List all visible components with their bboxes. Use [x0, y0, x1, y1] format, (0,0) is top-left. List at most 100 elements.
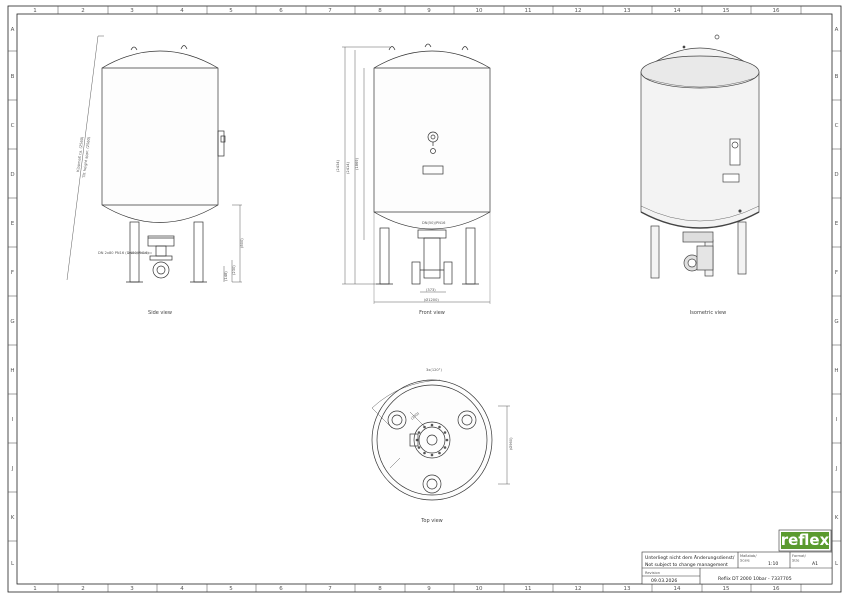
zone-row-l-right: L [835, 561, 839, 567]
zone-labels-left: A B C D E F G H I J K L [10, 27, 15, 567]
top-diameter-dimension: (Ø960) [508, 437, 513, 450]
zone-col-13-bottom: 13 [624, 586, 631, 592]
logo-text: reflex [781, 531, 830, 549]
zone-row-b-right: B [835, 74, 839, 80]
zone-row-e-right: E [835, 221, 839, 227]
top-view-label: Top view [420, 518, 443, 524]
front-view-label: Front view [419, 310, 445, 316]
zone-row-h-right: H [834, 368, 838, 374]
note-german: Unterliegt nicht dem Änderungsdienst/ [645, 554, 735, 561]
zone-col-6: 6 [279, 8, 283, 14]
zone-row-f-right: F [835, 270, 838, 276]
zone-row-l: L [11, 561, 15, 567]
zone-labels-right: A B C D E F G H I J K L [834, 27, 839, 567]
zone-row-j: J [11, 466, 14, 472]
zone-col-10-bottom: 10 [476, 586, 483, 592]
zone-row-k-right: K [835, 515, 839, 521]
zone-col-6-bottom: 6 [279, 586, 283, 592]
revision-label: Revision [645, 571, 660, 575]
zone-col-14-bottom: 14 [674, 586, 681, 592]
top-radius-dimension: (350) [410, 411, 420, 421]
zone-row-c-right: C [835, 123, 839, 129]
drawing-frame [7, 5, 842, 593]
zone-row-a-right: A [835, 27, 839, 33]
zone-row-g-right: G [834, 319, 838, 325]
side-height-dimension-2: (230) [232, 265, 236, 275]
zone-col-2: 2 [81, 8, 85, 14]
isometric-view-annotations: Isometric view [690, 310, 726, 316]
front-height-dimension-2: (2414) [346, 161, 350, 174]
zone-row-c: C [11, 123, 15, 129]
zone-col-15-bottom: 15 [723, 586, 730, 592]
zone-col-12: 12 [575, 8, 582, 14]
zone-col-9: 9 [427, 8, 431, 14]
front-width-dimension-2: (Ø1200) [424, 297, 439, 302]
zone-col-12-bottom: 12 [575, 586, 582, 592]
zone-col-2-bottom: 2 [81, 586, 85, 592]
zone-col-7: 7 [328, 8, 332, 14]
front-width-dimension-1: (373) [426, 288, 436, 292]
top-view [371, 379, 510, 501]
side-height-dimension-1: (800) [240, 238, 244, 248]
zone-col-8: 8 [378, 8, 382, 14]
zone-labels-bottom: 1 2 3 4 5 6 7 8 9 10 11 12 13 14 15 16 [33, 586, 780, 592]
revision-date: 09.03.2026 [651, 578, 677, 584]
drawing-title: Reflix DT 2000 10bar - 7337705 [718, 576, 792, 582]
zone-row-i-right: I [836, 417, 838, 423]
zone-row-d: D [10, 172, 14, 178]
zone-col-11: 11 [525, 8, 532, 14]
side-tilt-dimension-en: Tilt height appr. (2560) [82, 136, 91, 179]
side-connection-label: DN 2x80 PN16 (DN80/PN16) [98, 251, 149, 255]
zone-col-14: 14 [674, 8, 681, 14]
isometric-view [640, 34, 760, 279]
front-view-annotations: (2434) (2414) (1869) DN(50)/PN16 (373) (… [336, 157, 446, 316]
side-view-label: Side view [148, 310, 172, 316]
front-view [342, 43, 491, 304]
zone-labels-top: 1 2 3 4 5 6 7 8 9 10 11 12 13 14 15 16 [33, 8, 780, 14]
note-english: Not subject to change management [645, 562, 728, 568]
zone-row-b: B [11, 74, 15, 80]
zone-col-4-bottom: 4 [180, 586, 184, 592]
format-label-en: Size [792, 559, 800, 563]
zone-row-d-right: D [834, 172, 838, 178]
zone-col-16: 16 [773, 8, 780, 14]
front-connection-label: DN(50)/PN16 [422, 221, 446, 225]
side-height-dimension-3: (148) [224, 271, 228, 281]
zone-row-h: H [10, 368, 14, 374]
format-value: A1 [812, 561, 818, 567]
zone-col-3: 3 [130, 8, 134, 14]
title-block-text: Unterliegt nicht dem Änderungsdienst/ No… [645, 554, 818, 584]
format-label-de: Format/ [792, 554, 807, 558]
zone-col-16-bottom: 16 [773, 586, 780, 592]
zone-ticks [8, 6, 841, 592]
zone-col-15: 15 [723, 8, 730, 14]
scale-value: 1:10 [768, 561, 778, 567]
zone-row-e: E [11, 221, 15, 227]
zone-col-7-bottom: 7 [328, 586, 332, 592]
reflex-logo: reflex [778, 529, 832, 552]
zone-col-5: 5 [229, 8, 233, 14]
zone-col-8-bottom: 8 [378, 586, 382, 592]
side-tilt-dimension-de: Kippmaß ca. (2560) [76, 136, 84, 172]
isometric-view-label: Isometric view [690, 310, 726, 316]
front-height-dimension-3: (1869) [355, 157, 359, 170]
scale-label-en: Scale [740, 559, 750, 563]
zone-col-5-bottom: 5 [229, 586, 233, 592]
zone-col-9-bottom: 9 [427, 586, 431, 592]
side-view [66, 35, 242, 283]
top-view-annotations: 3x(120°) (350) (Ø960) Top view [410, 368, 513, 524]
side-view-annotations: Kippmaß ca. (2560) Tilt height appr. (25… [76, 136, 244, 316]
zone-col-1-bottom: 1 [33, 586, 37, 592]
zone-row-f: F [11, 270, 14, 276]
front-height-dimension-1: (2434) [336, 159, 340, 172]
zone-col-10: 10 [476, 8, 483, 14]
zone-row-a: A [11, 27, 15, 33]
zone-row-k: K [11, 515, 15, 521]
zone-row-j-right: J [835, 466, 838, 472]
title-block [641, 551, 833, 585]
zone-col-11-bottom: 11 [525, 586, 532, 592]
zone-row-i: I [12, 417, 14, 423]
scale-label-de: Maßstab/ [740, 554, 757, 558]
zone-col-4: 4 [180, 8, 184, 14]
